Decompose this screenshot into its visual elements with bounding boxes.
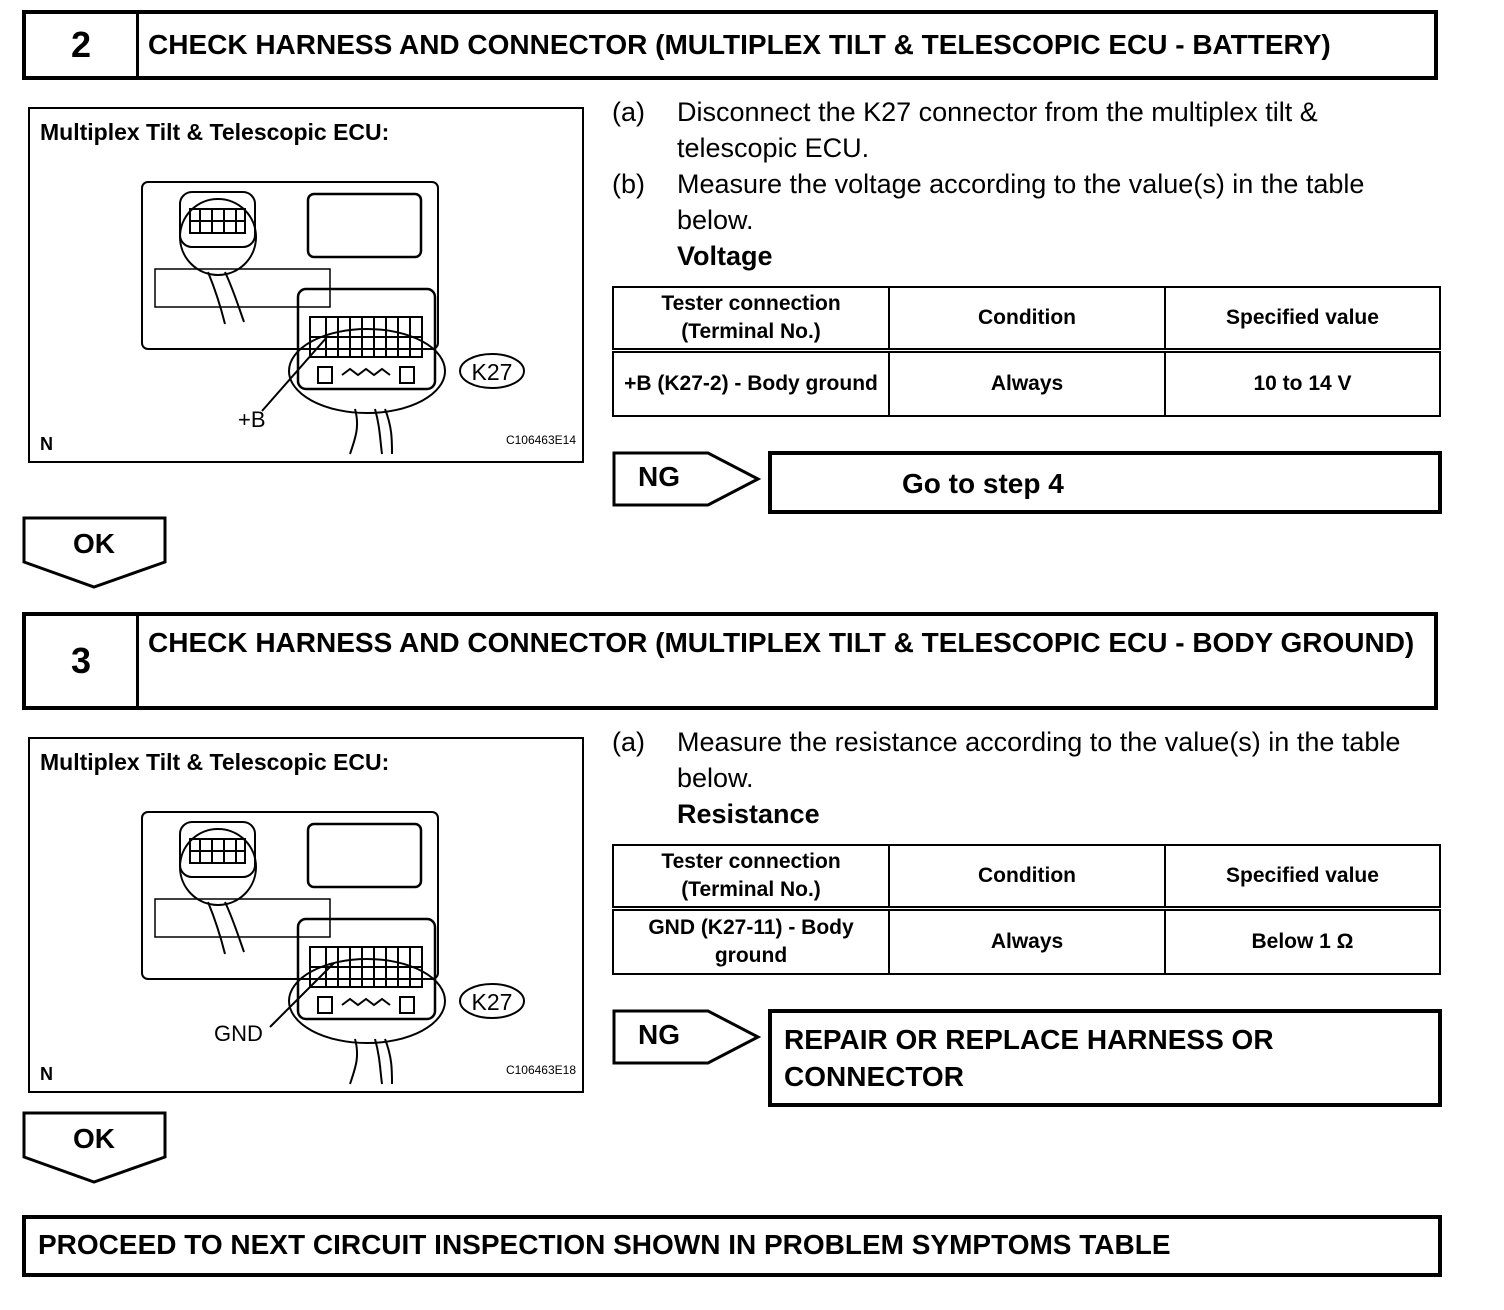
figure-corner-label: N bbox=[40, 1064, 53, 1084]
instruction-label: (a) bbox=[612, 727, 645, 757]
figure-title: Multiplex Tilt & Telescopic ECU: bbox=[40, 749, 390, 775]
step-2-figure: Multiplex Tilt & Telescopic ECU: bbox=[28, 107, 584, 463]
step-3-figure: Multiplex Tilt & Telescopic ECU: bbox=[28, 737, 584, 1093]
table-cell: Below 1 Ω bbox=[1164, 907, 1441, 975]
table-cell: Always bbox=[888, 349, 1166, 417]
table-header: Tester connection (Terminal No.) bbox=[612, 286, 890, 353]
step-2-ok-arrow: OK bbox=[22, 516, 168, 590]
step-number: 3 bbox=[26, 616, 139, 706]
ok-arrow-icon bbox=[22, 1111, 167, 1184]
connector-label: K27 bbox=[472, 989, 513, 1015]
instruction-text: Measure the voltage according to the val… bbox=[677, 169, 1365, 235]
table-header: Specified value bbox=[1164, 286, 1441, 353]
connector-label: K27 bbox=[472, 359, 513, 385]
table-header: Condition bbox=[888, 286, 1166, 353]
instruction-label: (b) bbox=[612, 169, 645, 199]
ng-result-text: REPAIR OR REPLACE HARNESS OR CONNECTOR bbox=[784, 1024, 1274, 1092]
figure-title: Multiplex Tilt & Telescopic ECU: bbox=[40, 119, 390, 145]
figure-id: C106463E18 bbox=[505, 1063, 576, 1077]
step-2-table: Tester connection (Terminal No.) Conditi… bbox=[612, 286, 1441, 417]
instruction-text: Measure the resistance according to the … bbox=[677, 727, 1401, 793]
ok-label: OK bbox=[73, 1123, 115, 1154]
table-caption: Voltage bbox=[677, 241, 773, 271]
step-3-table: Tester connection (Terminal No.) Conditi… bbox=[612, 844, 1441, 975]
figure-corner-label: N bbox=[40, 434, 53, 454]
step-2-instructions: (a) Disconnect the K27 connector from th… bbox=[612, 94, 1442, 274]
figure-id: C106463E14 bbox=[505, 433, 576, 447]
step-title: CHECK HARNESS AND CONNECTOR (MULTIPLEX T… bbox=[148, 29, 1331, 60]
ecu-connector-diagram: K27 +B bbox=[141, 181, 525, 455]
step-3-instructions: (a) Measure the resistance according to … bbox=[612, 724, 1442, 834]
ok-label: OK bbox=[73, 528, 115, 559]
terminal-label: +B bbox=[238, 407, 266, 432]
step-number: 2 bbox=[26, 14, 139, 76]
step-3-header: 3 CHECK HARNESS AND CONNECTOR (MULTIPLEX… bbox=[22, 612, 1438, 710]
step-2-header: 2 CHECK HARNESS AND CONNECTOR (MULTIPLEX… bbox=[22, 10, 1438, 80]
final-step-box: PROCEED TO NEXT CIRCUIT INSPECTION SHOWN… bbox=[22, 1215, 1442, 1277]
step-3-ok-arrow: OK bbox=[22, 1111, 168, 1185]
instruction-text: Disconnect the K27 connector from the mu… bbox=[677, 97, 1318, 163]
table-header: Specified value bbox=[1164, 844, 1441, 911]
step-2-ng-arrow: NG bbox=[612, 451, 762, 507]
terminal-label: GND bbox=[214, 1021, 263, 1046]
ng-label: NG bbox=[638, 1019, 680, 1050]
table-cell: +B (K27-2) - Body ground bbox=[612, 349, 890, 417]
step-3-ng-arrow: NG bbox=[612, 1009, 762, 1065]
ng-arrow-icon bbox=[612, 1009, 762, 1065]
table-cell: GND (K27-11) - Body ground bbox=[612, 907, 890, 975]
table-header: Tester connection (Terminal No.) bbox=[612, 844, 890, 911]
ng-label: NG bbox=[638, 461, 680, 492]
step-2-ng-result: Go to step 4 bbox=[768, 451, 1442, 514]
ng-result-text: Go to step 4 bbox=[902, 468, 1064, 499]
final-step-text: PROCEED TO NEXT CIRCUIT INSPECTION SHOWN… bbox=[38, 1229, 1171, 1260]
ecu-connector-diagram: K27 GND bbox=[141, 811, 525, 1085]
table-cell: Always bbox=[888, 907, 1166, 975]
instruction-label: (a) bbox=[612, 97, 645, 127]
ng-arrow-icon bbox=[612, 451, 762, 507]
table-caption: Resistance bbox=[677, 799, 820, 829]
table-header: Condition bbox=[888, 844, 1166, 911]
step-3-ng-result: REPAIR OR REPLACE HARNESS OR CONNECTOR bbox=[768, 1009, 1442, 1107]
table-cell: 10 to 14 V bbox=[1164, 349, 1441, 417]
step-title: CHECK HARNESS AND CONNECTOR (MULTIPLEX T… bbox=[148, 627, 1415, 658]
ok-arrow-icon bbox=[22, 516, 167, 589]
